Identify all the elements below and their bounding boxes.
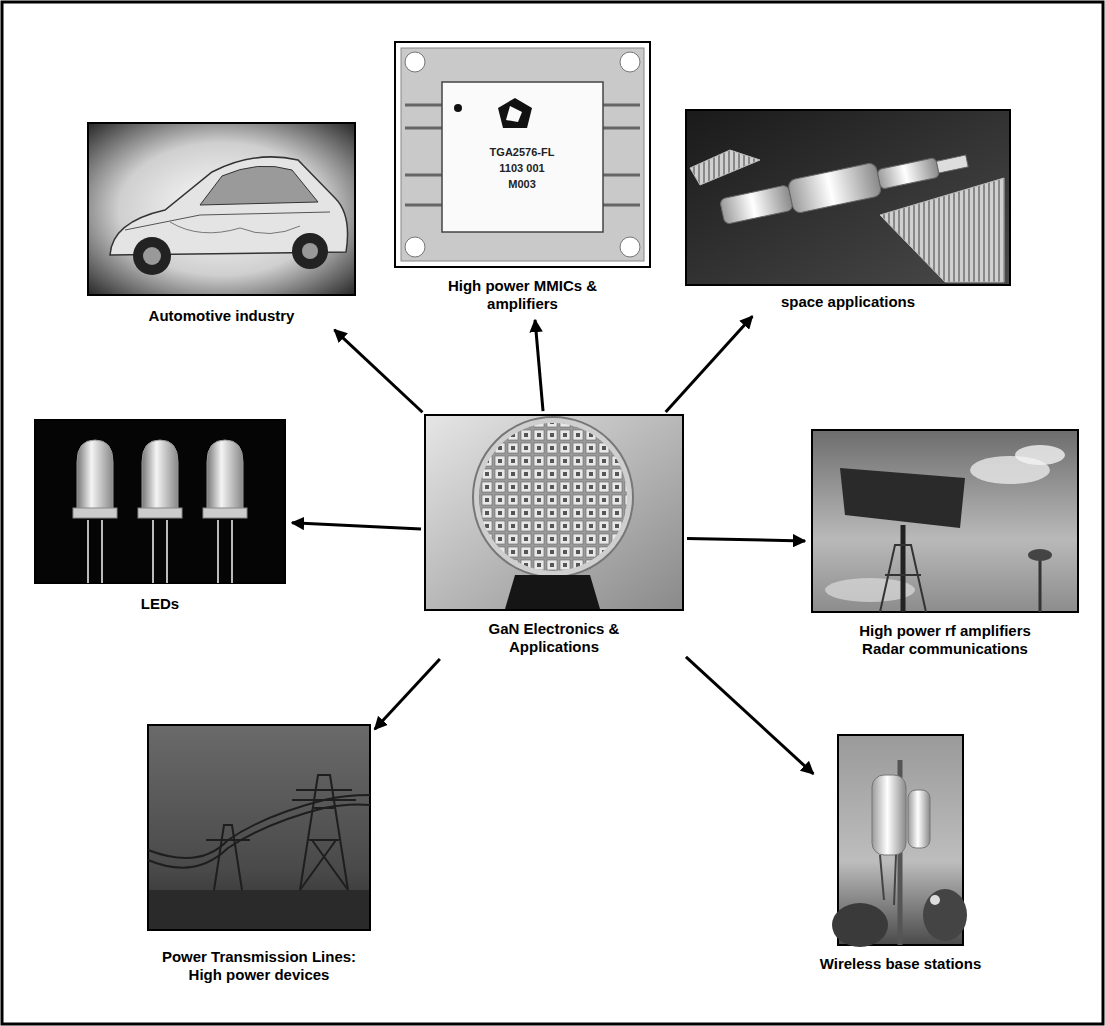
space-station-picture <box>686 110 1010 285</box>
connector-arrow <box>334 330 422 412</box>
led-picture <box>35 420 285 583</box>
image-panel: Power Transmission Lines: High power dev… <box>148 725 370 984</box>
caption: Wireless base stations <box>820 955 982 973</box>
image-panel: space applications <box>686 110 1010 311</box>
connector-arrow <box>686 657 813 774</box>
image-panel: Automotive industry <box>88 123 355 325</box>
caption: GaN Electronics & Applications <box>469 620 639 656</box>
power-line-picture <box>148 725 370 930</box>
connector-arrow <box>687 538 805 541</box>
connector-arrow <box>375 659 440 729</box>
image-panel: High power MMICs & amplifiers <box>395 42 650 313</box>
caption: High power MMICs & amplifiers <box>435 277 610 313</box>
caption: Power Transmission Lines: High power dev… <box>149 948 369 984</box>
mmic-picture <box>395 42 650 267</box>
connector-arrow <box>666 316 753 412</box>
image-panel: Wireless base stations <box>819 735 983 973</box>
caption: LEDs <box>141 595 179 613</box>
base-station-picture <box>832 735 967 947</box>
connector-arrow <box>292 523 421 529</box>
chip-marking: TGA2576-FL <box>490 146 555 158</box>
image-panel: High power rf amplifiers Radar communica… <box>812 430 1078 658</box>
image-panel: GaN Electronics & Applications <box>425 415 683 656</box>
caption: High power rf amplifiers Radar communica… <box>840 622 1050 658</box>
car-picture <box>88 123 355 295</box>
wafer-picture <box>425 415 683 610</box>
connector-arrow <box>535 320 543 411</box>
image-panel: LEDs <box>35 420 285 613</box>
caption: space applications <box>781 293 915 311</box>
chip-marking: M003 <box>508 178 536 190</box>
caption: Automotive industry <box>149 307 295 325</box>
radar-picture <box>812 430 1078 612</box>
chip-marking: 1103 001 <box>499 162 544 174</box>
